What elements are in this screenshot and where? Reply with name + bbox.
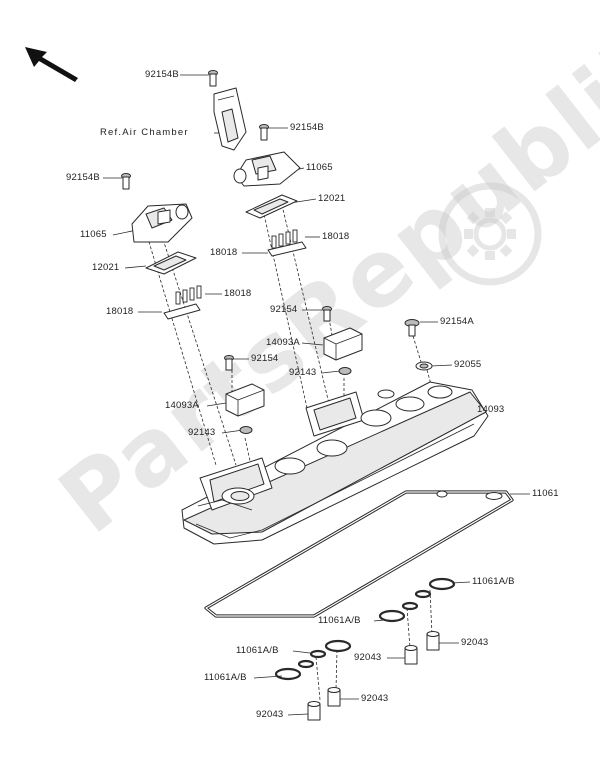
reed-valve-11065-upper bbox=[233, 151, 301, 187]
label-12021-left: 12021 bbox=[92, 262, 120, 273]
gear-watermark-icon bbox=[438, 182, 542, 286]
dowel-92043-b bbox=[404, 645, 418, 665]
label-11065-left: 11065 bbox=[80, 229, 107, 240]
air-chamber-bracket bbox=[213, 87, 247, 151]
label-18018-upper-right: 18018 bbox=[322, 231, 350, 242]
oring-11061ab-3 bbox=[309, 639, 352, 659]
cylinder-head-cover-14093 bbox=[181, 381, 489, 545]
leader-lines bbox=[103, 74, 530, 716]
label-14093a-upper: 14093A bbox=[266, 337, 300, 348]
label-18018-upper-left: 18018 bbox=[210, 247, 238, 258]
label-92043-d: 92043 bbox=[256, 709, 284, 720]
dowel-92043-c bbox=[327, 687, 341, 707]
cover-gasket-11061 bbox=[204, 490, 514, 618]
label-ref-air-chamber: Ref.Air Chamber bbox=[100, 127, 189, 138]
label-92043-a: 92043 bbox=[461, 637, 489, 648]
label-18018-left: 18018 bbox=[106, 306, 134, 317]
label-92154b-left: 92154B bbox=[66, 172, 100, 183]
label-92043-b: 92043 bbox=[354, 652, 382, 663]
grommet-92143-upper bbox=[338, 367, 352, 375]
label-12021-upper: 12021 bbox=[318, 193, 346, 204]
bolt-92154-lower bbox=[224, 355, 234, 371]
reed-valve-11065-left bbox=[131, 203, 193, 243]
reed-18018-left bbox=[163, 285, 202, 320]
oring-11061ab-1 bbox=[414, 577, 456, 599]
direction-arrow-icon bbox=[25, 47, 78, 82]
oring-11061ab-4 bbox=[274, 659, 315, 681]
gasket-12021-upper bbox=[245, 194, 298, 219]
cap-14093a-lower bbox=[225, 383, 265, 417]
label-92143-upper: 92143 bbox=[289, 367, 317, 378]
label-92154-lower: 92154 bbox=[251, 353, 279, 364]
cap-14093a-upper bbox=[323, 327, 363, 361]
bolt-92154-upper bbox=[322, 306, 332, 322]
label-11065-upper: 11065 bbox=[306, 162, 333, 173]
label-92154-upper: 92154 bbox=[270, 304, 298, 315]
gasket-12021-left bbox=[145, 251, 197, 275]
label-92154b-top: 92154B bbox=[145, 69, 179, 80]
label-11061ab-3: 11061A/B bbox=[236, 645, 279, 656]
reed-18018-upper bbox=[267, 229, 307, 257]
label-11061ab-1: 11061A/B bbox=[472, 576, 515, 587]
label-11061ab-4: 11061A/B bbox=[204, 672, 247, 683]
washer-92055 bbox=[415, 361, 433, 371]
bolt-92154a bbox=[404, 319, 420, 337]
label-11061ab-2: 11061A/B bbox=[318, 615, 361, 626]
label-92154b-mid: 92154B bbox=[290, 122, 324, 133]
label-92043-c: 92043 bbox=[361, 693, 389, 704]
label-14093: 14093 bbox=[477, 404, 505, 415]
bolt-92154b-top bbox=[208, 70, 218, 87]
label-92154a: 92154A bbox=[440, 316, 474, 327]
label-14093a-lower: 14093A bbox=[165, 400, 199, 411]
oring-11061ab-2 bbox=[378, 601, 419, 623]
bolt-92154b-mid bbox=[259, 124, 269, 141]
label-92055: 92055 bbox=[454, 359, 482, 370]
label-11061: 11061 bbox=[532, 488, 559, 499]
label-18018-mid: 18018 bbox=[224, 288, 252, 299]
grommet-92143-lower bbox=[239, 426, 253, 434]
bolt-92154b-left bbox=[121, 173, 131, 190]
label-92143-lower: 92143 bbox=[188, 427, 216, 438]
dowel-92043-a bbox=[426, 631, 440, 651]
dowel-92043-d bbox=[307, 701, 321, 721]
